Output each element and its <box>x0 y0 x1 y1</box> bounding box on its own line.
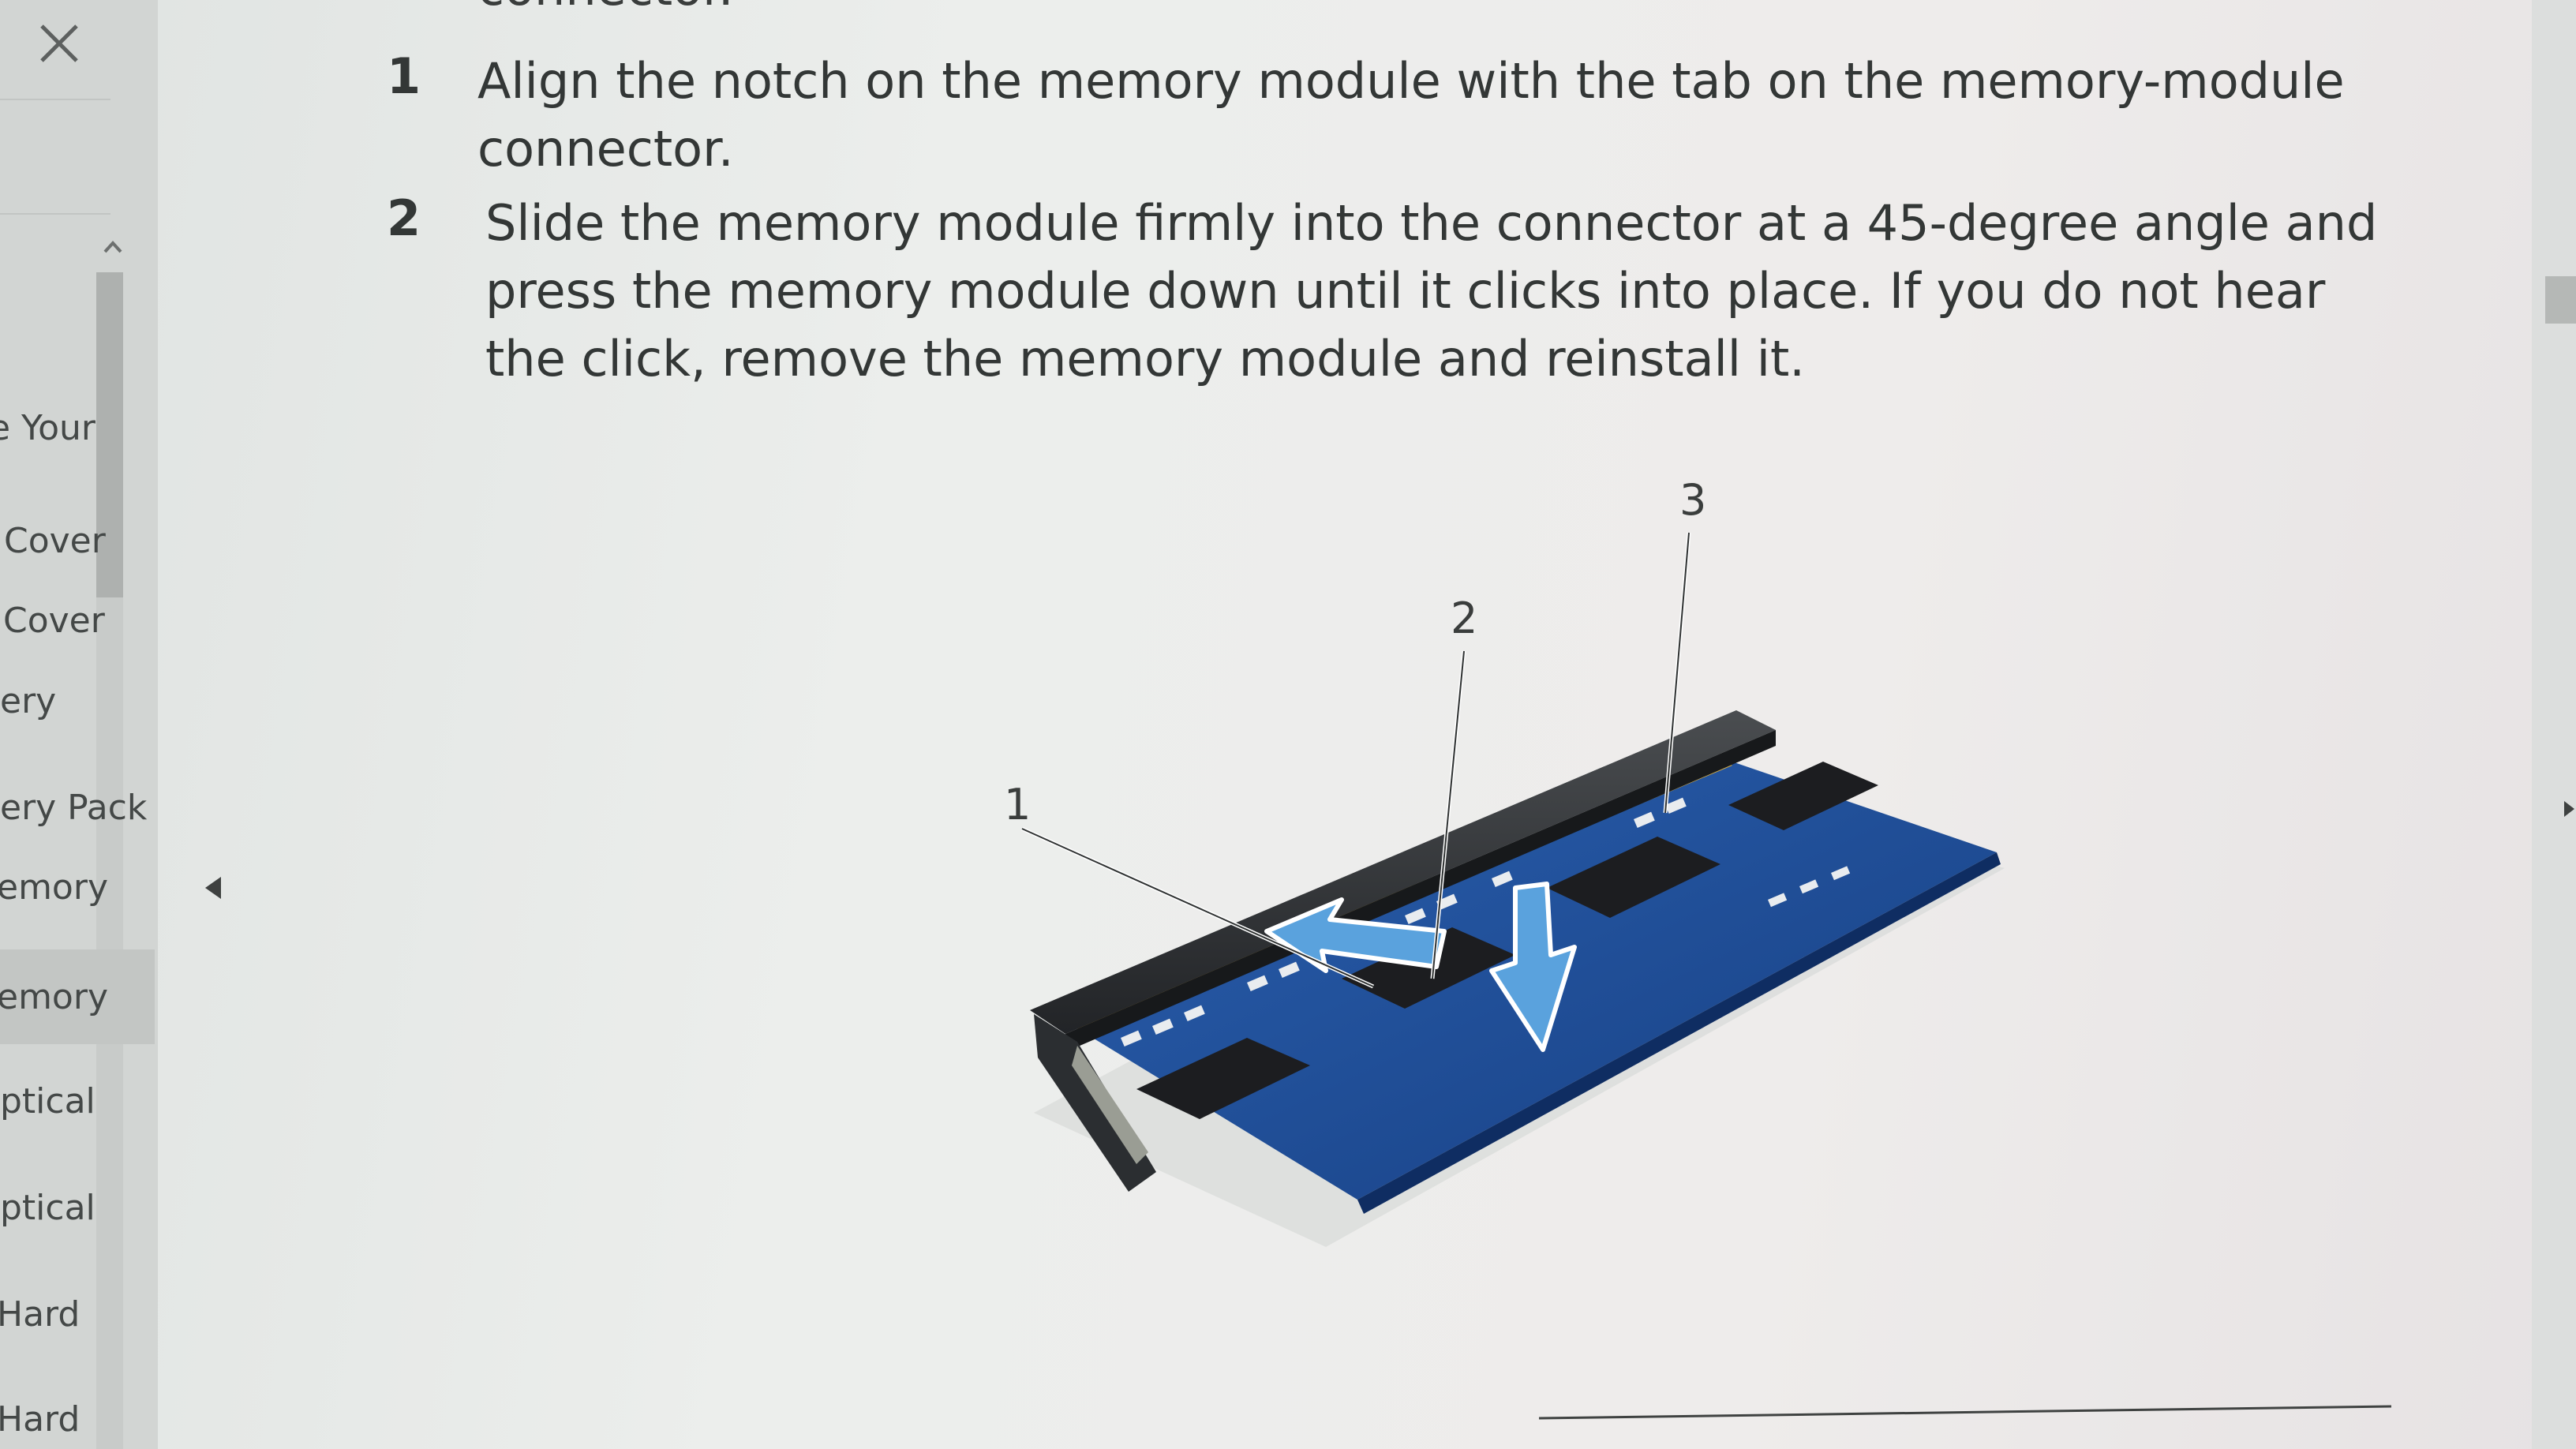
toc-item[interactable]: e Your <box>0 380 155 475</box>
sidebar-divider <box>0 213 110 215</box>
step-text: Align the notch on the memory module wit… <box>477 52 2345 178</box>
article-content: connector. 1 Align the notch on the memo… <box>237 0 2502 1449</box>
toc-item-label: ptical <box>0 1187 95 1228</box>
toc-item-label: Hard <box>0 1294 80 1335</box>
toc-item[interactable]: ptical <box>0 1054 155 1148</box>
step-number: 1 <box>387 47 421 105</box>
step-number: 2 <box>387 189 421 247</box>
callout-1: 1 <box>1004 780 1031 829</box>
toc-item[interactable]: ptical <box>0 1160 155 1255</box>
toc-item-label: ptical <box>0 1080 95 1121</box>
toc-item[interactable]: ery Pack <box>0 760 155 855</box>
callout-2-leader <box>1432 650 1465 979</box>
close-button[interactable] <box>32 16 87 71</box>
toc-item[interactable]: Cover <box>0 573 155 668</box>
toc-item[interactable]: Hard <box>0 1267 155 1361</box>
toc-item-label: ery Pack <box>0 787 148 828</box>
previous-step-text: connector. <box>477 0 734 17</box>
expand-pane-button[interactable] <box>2561 793 2576 825</box>
toc-sidebar: e Your Cover Cover ery ery Pack emory em… <box>0 0 158 1449</box>
collapse-sidebar-button[interactable] <box>197 872 229 904</box>
toc-item-label: Hard <box>0 1398 80 1440</box>
smd-components <box>1121 797 1851 1047</box>
memory-module-connector <box>1030 710 1776 1034</box>
toc-item[interactable]: emory <box>0 840 155 934</box>
close-icon <box>40 24 78 62</box>
toc-item-label: emory <box>0 976 108 1017</box>
toc-item-label: Cover <box>3 600 105 641</box>
toc-item-selected[interactable]: emory <box>0 949 155 1044</box>
content-scrollbar-thumb[interactable] <box>2545 276 2576 324</box>
toc-item[interactable]: Cover <box>0 493 155 588</box>
toc-item-label: e Your <box>0 407 95 448</box>
press-down-arrow <box>1489 882 1577 1052</box>
toc-item-label: ery <box>0 680 57 721</box>
toc-item[interactable]: Hard <box>0 1372 155 1449</box>
callout-3-leader <box>1664 532 1690 814</box>
triangle-left-icon <box>205 877 221 899</box>
toc-item[interactable]: ery <box>0 653 155 748</box>
memory-module-illustration: 1 2 3 <box>1004 475 2005 1247</box>
toc-item-label: emory <box>0 867 108 908</box>
callout-2: 2 <box>1451 593 1477 643</box>
step-text: Slide the memory module firmly into the … <box>485 194 2378 388</box>
scroll-up-button[interactable] <box>101 235 125 259</box>
connector-front <box>1065 730 1776 1051</box>
chevron-up-icon <box>103 241 122 253</box>
content-scrollbar-track[interactable] <box>2532 0 2576 1449</box>
board-edge <box>1357 852 2001 1214</box>
sidebar-scrollbar-thumb[interactable] <box>96 272 123 597</box>
callout-3: 3 <box>1679 475 1706 525</box>
triangle-right-icon <box>2564 801 2574 817</box>
connector-latch-metal <box>1072 1046 1148 1164</box>
content-divider <box>1539 1405 2391 1420</box>
sidebar-divider <box>0 99 110 100</box>
toc-item-label: Cover <box>4 520 106 561</box>
toc-list: e Your Cover Cover ery ery Pack emory em… <box>0 0 158 1449</box>
slide-in-arrow <box>1264 897 1447 973</box>
callout-1-leader <box>1021 828 1374 987</box>
